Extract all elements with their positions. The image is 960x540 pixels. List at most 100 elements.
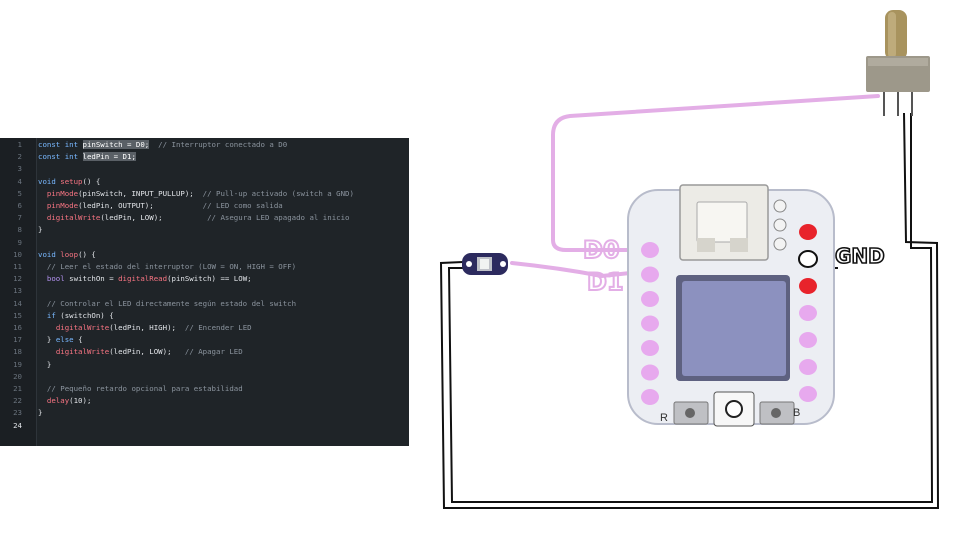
line-number: 6 — [17, 201, 22, 210]
pin-pad-red — [799, 278, 817, 294]
code-token: const int — [38, 140, 83, 149]
code-text: pinMode(pinSwitch, INPUT_PULLUP); // Pul… — [38, 188, 354, 200]
label-gnd: GND — [835, 244, 885, 268]
code-line[interactable]: 13 — [0, 285, 409, 297]
code-token: (ledPin, LOW); — [100, 213, 163, 223]
line-number: 2 — [17, 152, 22, 162]
code-token: loop — [60, 249, 79, 259]
code-text: } — [38, 224, 42, 236]
code-line[interactable]: 21 // Pequeño retardo opcional para esta… — [0, 383, 409, 395]
code-token: // Asegura LED apagado al inicio — [162, 213, 350, 223]
code-line[interactable]: 18 digitalWrite(ledPin, LOW); // Apagar … — [0, 346, 409, 358]
code-line[interactable]: 16 digitalWrite(ledPin, HIGH); // Encend… — [0, 322, 409, 334]
wire-led-to-d1 — [510, 261, 642, 279]
line-number: 23 — [13, 408, 22, 418]
code-line[interactable]: 6 pinMode(ledPin, OUTPUT); // LED como s… — [0, 200, 409, 212]
code-editor[interactable]: 1 const int pinSwitch = D0; // Interrupto… — [0, 138, 409, 446]
code-text: // Pequeño retardo opcional para estabil… — [38, 383, 243, 395]
code-token: (10); — [69, 396, 92, 406]
code-token: digitalWrite — [55, 347, 110, 357]
code-text: const int pinSwitch = D0; // Interruptor… — [38, 139, 287, 151]
code-text: digitalWrite(ledPin, LOW); // Asegura LE… — [38, 212, 350, 224]
right-pin-pads — [798, 224, 818, 402]
code-line[interactable]: 24 — [0, 420, 409, 432]
code-token: pinMode — [46, 201, 79, 210]
code-token: delay — [46, 396, 70, 406]
code-token: else — [55, 335, 79, 345]
code-text: pinMode(ledPin, OUTPUT); // LED como sal… — [38, 200, 283, 212]
code-text: digitalWrite(ledPin, HIGH); // Encender … — [38, 322, 252, 334]
code-token: // Pequeño retardo opcional para estabil… — [38, 384, 243, 393]
line-number: 14 — [13, 298, 22, 308]
code-token: (ledPin, OUTPUT); — [78, 201, 154, 210]
code-line[interactable]: 10 void loop() { — [0, 249, 409, 261]
code-line[interactable]: 19 } — [0, 359, 409, 371]
code-text: // Leer el estado del interruptor (LOW =… — [38, 261, 296, 273]
code-token: void — [38, 249, 61, 259]
code-text: // Controlar el LED directamente según e… — [38, 298, 296, 310]
line-number: 19 — [13, 359, 22, 369]
line-number: 13 — [13, 286, 22, 296]
code-line[interactable]: 23} — [0, 407, 409, 419]
pin-pad-right — [799, 305, 817, 321]
code-token: { — [78, 335, 83, 345]
wire-switch-to-d0 — [551, 94, 880, 252]
code-token: (pinSwitch, INPUT_PULLUP); — [78, 188, 194, 198]
line-number: 11 — [13, 262, 22, 271]
label-d0: D0 — [583, 236, 620, 264]
code-line[interactable]: 15 if (switchOn) { — [0, 310, 409, 322]
line-number: 12 — [13, 274, 22, 284]
pin-pad-left — [641, 364, 659, 381]
line-number: 10 — [13, 249, 22, 259]
code-text: const int ledPin = D1; — [38, 151, 136, 163]
code-token: (switchOn) { — [60, 310, 114, 320]
code-line[interactable]: 17 } else { — [0, 334, 409, 346]
code-token: // Leer el estado del interruptor (LOW =… — [38, 262, 297, 271]
label-d1: D1 — [587, 268, 624, 296]
microcontroller-board — [627, 184, 835, 427]
code-token: // LED como salida — [153, 201, 283, 210]
pin-pad-right — [799, 386, 817, 402]
line-number: 24 — [13, 420, 22, 430]
code-line[interactable]: 12 bool switchOn = digitalRead(pinSwitch… — [0, 273, 409, 285]
code-line[interactable]: 20 — [0, 371, 409, 383]
code-text: } else { — [38, 334, 83, 346]
line-number: 4 — [17, 176, 22, 186]
code-token: pinMode — [46, 188, 79, 198]
label-button-r: R — [660, 412, 668, 424]
code-text: digitalWrite(ledPin, LOW); // Apagar LED — [38, 346, 243, 358]
code-line[interactable]: 9 — [0, 237, 409, 249]
code-token: // Encender LED — [175, 323, 252, 332]
code-line[interactable]: 2 const int ledPin = D1; — [0, 151, 409, 163]
code-token: (ledPin, HIGH); — [109, 323, 176, 332]
code-line[interactable]: 7 digitalWrite(ledPin, LOW); // Asegura … — [0, 212, 409, 224]
code-token: switchOn = — [69, 274, 119, 284]
led-module — [462, 253, 508, 275]
code-line[interactable]: 1 const int pinSwitch = D0; // Interrupto… — [0, 139, 409, 151]
code-token: () { — [82, 176, 101, 186]
code-token: // Apagar LED — [171, 347, 243, 357]
line-number: 20 — [13, 371, 22, 381]
code-text: bool switchOn = digitalRead(pinSwitch) =… — [38, 273, 252, 285]
code-token: ledPin = D1; — [82, 152, 136, 162]
line-number: 1 — [17, 140, 22, 149]
code-token: digitalWrite — [46, 213, 101, 223]
code-line[interactable]: 5 pinMode(pinSwitch, INPUT_PULLUP); // P… — [0, 188, 409, 200]
code-text: void loop() { — [38, 249, 96, 261]
code-line[interactable]: 22 delay(10); — [0, 395, 409, 407]
code-line[interactable]: 8} — [0, 224, 409, 236]
pin-pad-red — [799, 224, 817, 240]
line-number: 22 — [13, 396, 22, 406]
code-line[interactable]: 3 — [0, 163, 409, 175]
code-line[interactable]: 11 // Leer el estado del interruptor (LO… — [0, 261, 409, 273]
code-token: (pinSwitch) == LOW; — [167, 274, 252, 284]
code-token: digitalWrite — [55, 323, 110, 332]
code-text: } — [38, 359, 51, 371]
code-token: } — [38, 359, 52, 369]
code-line[interactable]: 14 // Controlar el LED directamente segú… — [0, 298, 409, 310]
code-token: // Controlar el LED directamente según e… — [38, 298, 297, 308]
code-token: (ledPin, LOW); — [109, 347, 172, 357]
code-text: if (switchOn) { — [38, 310, 114, 322]
